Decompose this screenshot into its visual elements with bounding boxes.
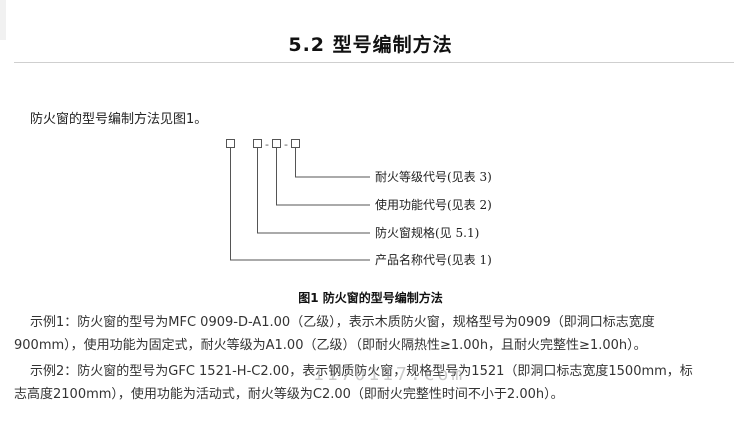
code-box-product-name [226, 139, 235, 148]
intro-text: 防火窗的型号编制方法见图1。 [30, 112, 208, 127]
model-code-diagram: - - 耐火等级代号(见表 3) 使用功能代号(见表 2) 防火窗规格(见 5.… [226, 138, 492, 267]
leader-line-product-name [230, 148, 370, 261]
code-box-spec [253, 139, 262, 148]
code-box-fire-rating [291, 139, 300, 148]
leader-line-fire-rating [295, 148, 370, 178]
label-spec: 防火窗规格(见 5.1) [375, 225, 479, 240]
example-2-line-1: 示例2：防火窗的型号为GFC 1521-H-C2.00，表示钢质防火窗，规格型号… [30, 364, 693, 379]
left-edge-rule [0, 0, 6, 40]
label-function-code: 使用功能代号(见表 2) [375, 197, 492, 212]
code-separator: - [284, 138, 288, 151]
code-box-function [272, 139, 281, 148]
section-title: 5.2 型号编制方法 [288, 34, 453, 56]
leader-line-spec [257, 148, 370, 234]
label-fire-rating-code: 耐火等级代号(见表 3) [375, 170, 492, 184]
example-1-line-2: 900mm），使用功能为固定式，耐火等级为A1.00（乙级）（即耐火隔热性≥1.… [14, 338, 647, 353]
label-product-name-code: 产品名称代号(见表 1) [375, 252, 492, 267]
title-divider [14, 62, 734, 63]
leader-line-function [276, 148, 370, 206]
example-2-line-2: 志高度2100mm），使用功能为活动式，耐火等级为C2.00（即耐火完整性时间不… [14, 387, 564, 402]
example-1-line-1: 示例1：防火窗的型号为MFC 0909-D-A1.00（乙级），表示木质防火窗，… [30, 315, 655, 330]
code-separator: - [265, 138, 269, 151]
figure-caption: 图1 防火窗的型号编制方法 [298, 291, 443, 305]
